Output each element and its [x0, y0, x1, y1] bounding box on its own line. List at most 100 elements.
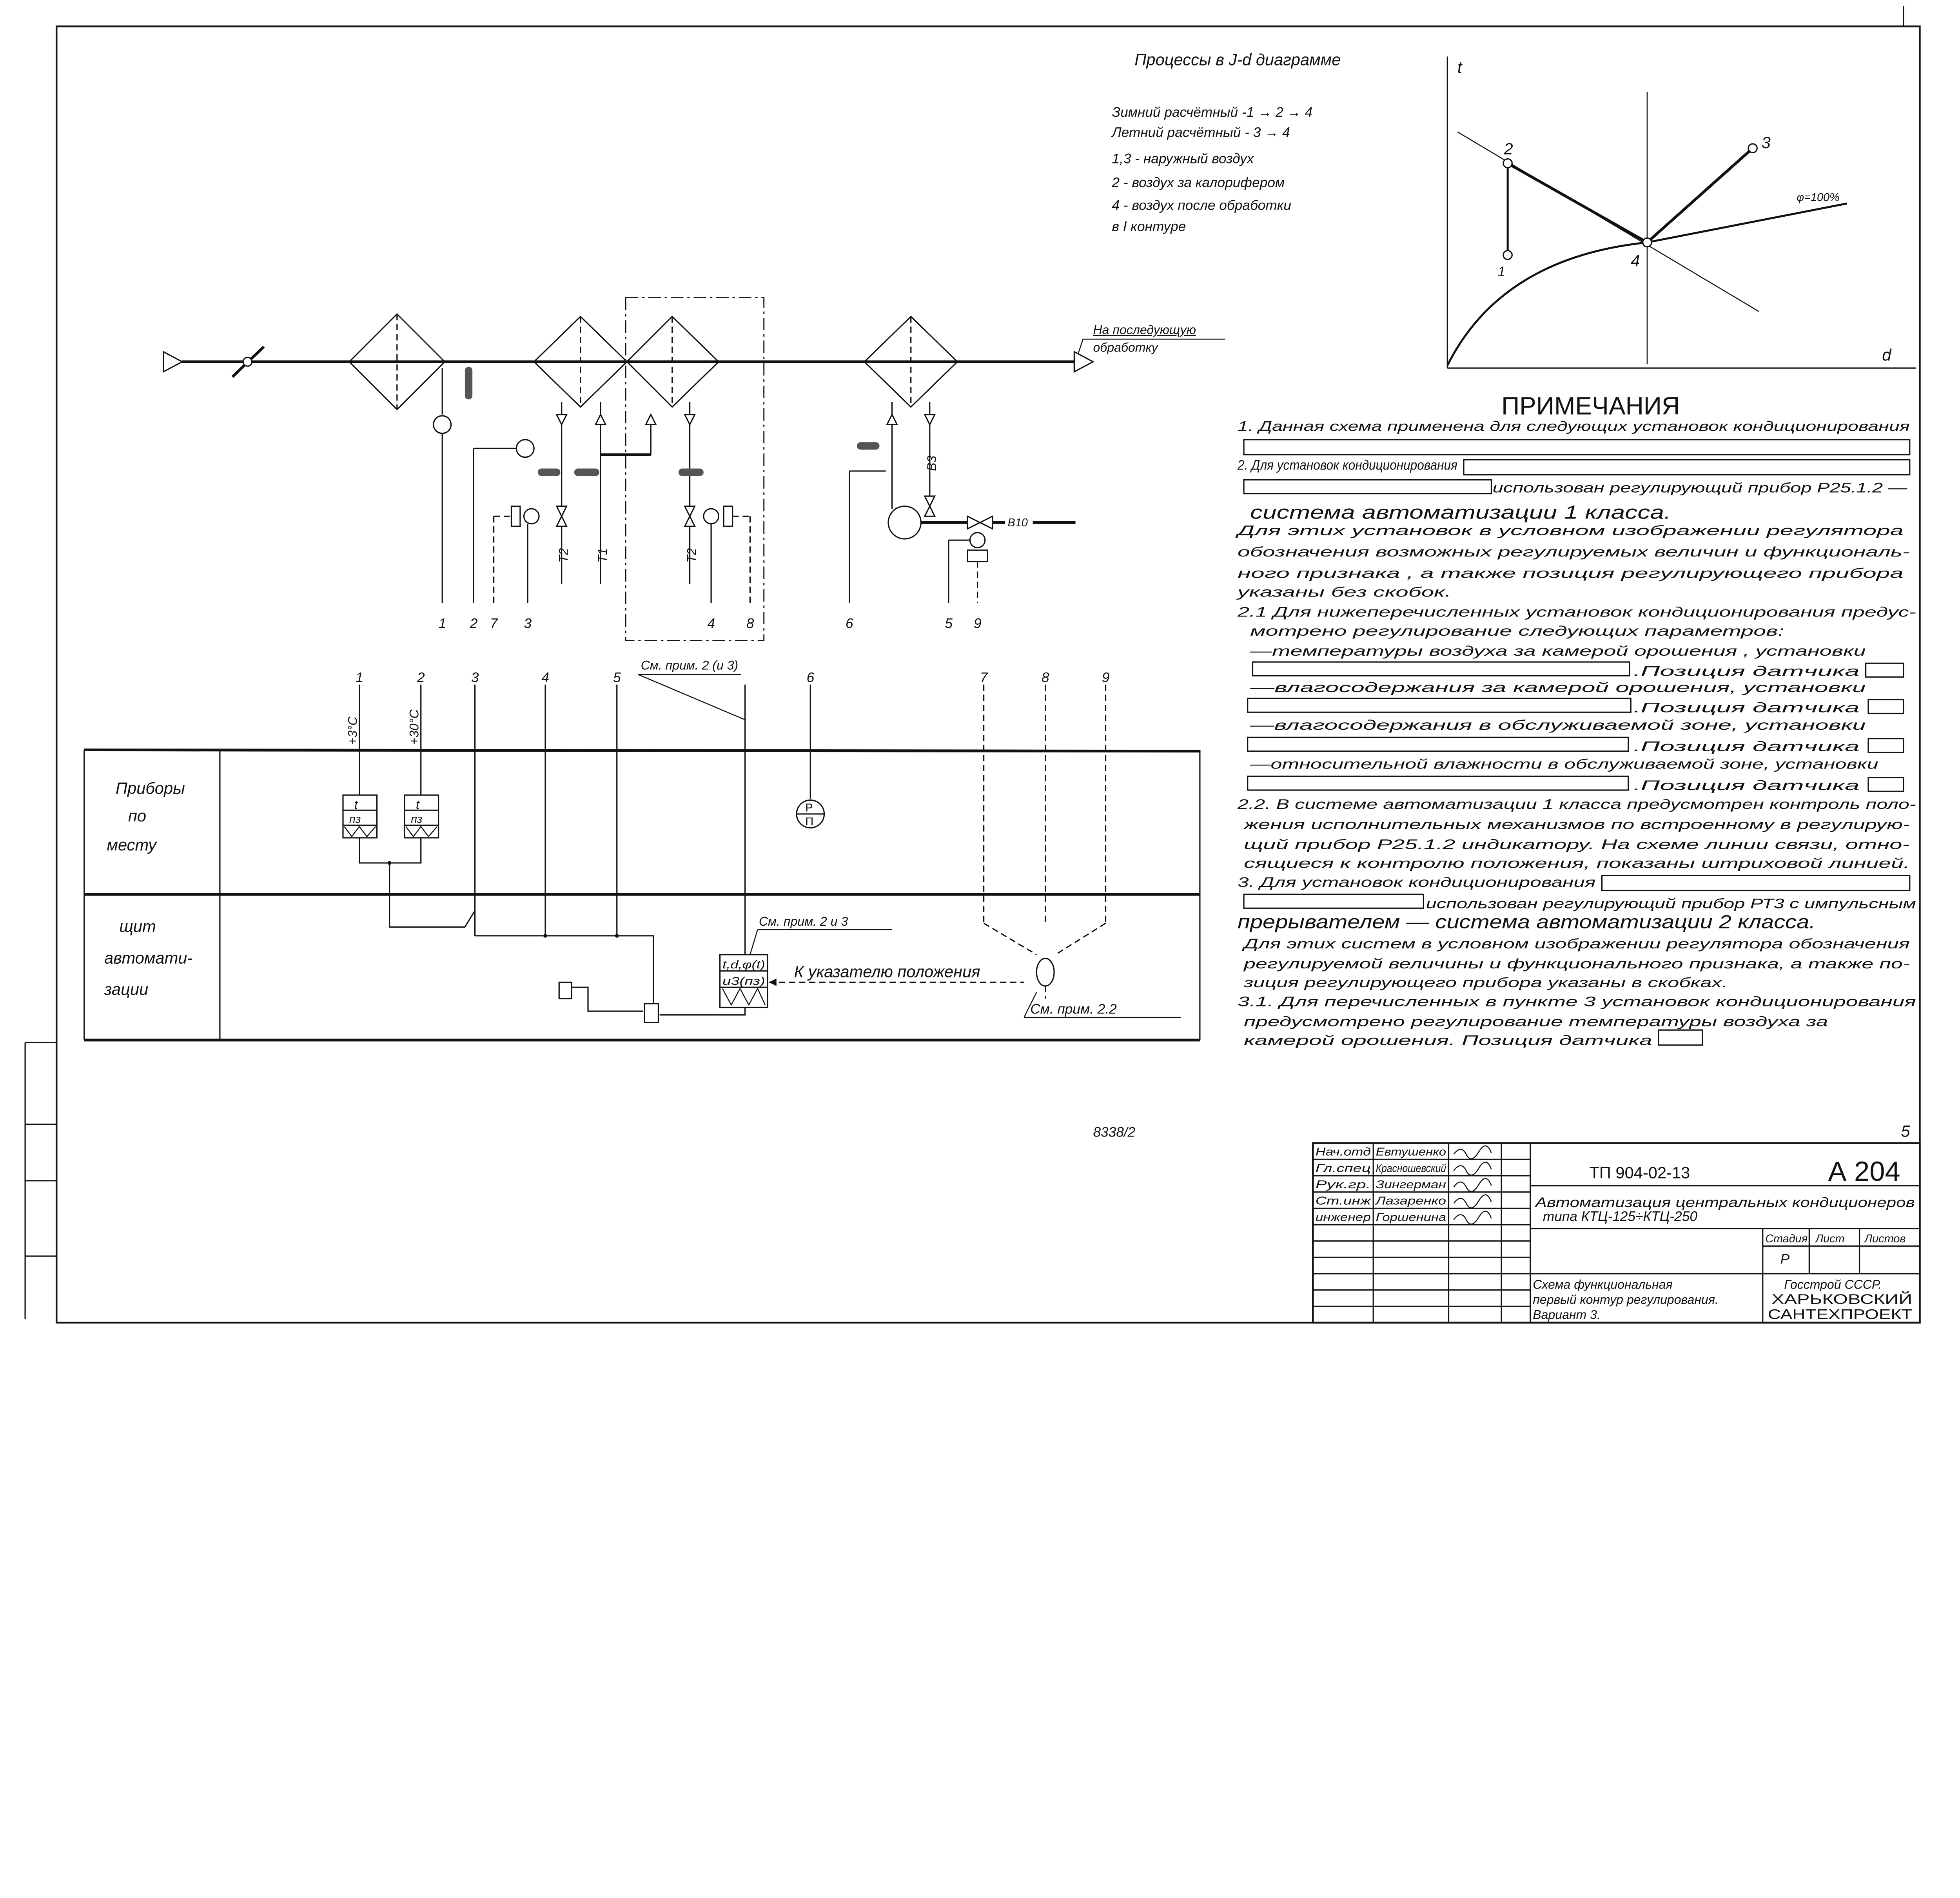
temp-setpoint-2: +30°С — [407, 709, 421, 745]
organization: Госстрой СССР. — [1784, 1277, 1882, 1291]
inlet-arrow-icon — [163, 350, 184, 373]
row-label-local: по — [128, 807, 146, 825]
pipe-label: В10 — [1008, 517, 1028, 529]
page-number: 5 — [1901, 1122, 1910, 1140]
note-line: обозначения возможных регулируемых велич… — [1238, 544, 1910, 560]
note-line: регулируемой величины и функционального … — [1243, 956, 1910, 972]
signatory-role: Рук.гр. — [1316, 1178, 1371, 1191]
process-3-4 — [1646, 147, 1754, 244]
pressure-gauge-icon — [796, 799, 825, 828]
line-number: 5 — [613, 670, 621, 685]
organization: САНТЕХПРОЕКТ — [1768, 1307, 1913, 1322]
heater-1-icon — [533, 315, 628, 408]
line-number: 6 — [807, 670, 815, 685]
sheet-frame — [24, 6, 1921, 1324]
jd-legend-item: Зимний расчётный -1 → 2 → 4 — [1112, 105, 1313, 120]
point-1-label: 1 — [1498, 264, 1506, 279]
relay-icon — [644, 1003, 659, 1023]
note-line: 2.1 Для нижеперечисленных установок конд… — [1237, 605, 1916, 620]
line-number: 4 — [707, 616, 715, 631]
drawing-sheet: 8338/2 5 Процессы в J-d диаграмме Зимний… — [24, 6, 1921, 1324]
note-line: —влагосодержания в обслуживаемой зоне, у… — [1249, 718, 1866, 733]
organization: ХАРЬКОВСКИЙ — [1771, 1291, 1912, 1307]
temperature-sensor-icon — [433, 415, 452, 434]
sheets-header: Листов — [1864, 1233, 1906, 1245]
pipe-label: Т2 — [557, 548, 571, 563]
line-number: 3 — [524, 616, 532, 631]
note-line: 2. Для установок кондиционирования — [1237, 458, 1457, 473]
pump-icon — [887, 506, 922, 540]
air-damper-icon — [231, 346, 265, 378]
line-number: 9 — [974, 616, 982, 631]
line-number: 1 — [356, 670, 363, 685]
process-2-4 — [1507, 162, 1648, 244]
line-number: 4 — [541, 670, 549, 685]
note-line: предусмотрено регулирование температуры … — [1244, 1014, 1828, 1030]
note-line: 3. Для установок кондиционирования — [1238, 875, 1596, 890]
valve-icon — [924, 414, 936, 426]
drawing-title: типа КТЦ-125÷КТЦ-250 — [1543, 1209, 1697, 1224]
stage-value: Р — [1780, 1251, 1790, 1267]
control-valve-4-icon — [684, 506, 751, 603]
control-valve-3-icon — [493, 506, 568, 603]
outlet-arrow-icon — [1073, 350, 1094, 373]
note-line: зиция регулирующего прибора указаны в ск… — [1243, 975, 1728, 990]
thermostat-2-pz: пз — [411, 813, 422, 825]
line-number: 2 — [470, 616, 478, 631]
point-4-label: 4 — [1631, 251, 1640, 270]
sheet-code: А 204 — [1828, 1156, 1900, 1187]
note-line: жения исполнительных механизмов по встро… — [1243, 817, 1910, 832]
notes-title: ПРИМЕЧАНИЯ — [1501, 392, 1680, 420]
note-line: —относительной влажности в обслуживаемой… — [1250, 757, 1878, 772]
sheet-header: Лист — [1815, 1233, 1844, 1245]
thermostat-2-icon — [404, 794, 439, 839]
line-number: 6 — [846, 616, 853, 631]
valve-icon — [924, 495, 936, 517]
signatory-name: Горшенина — [1376, 1211, 1446, 1224]
sensor-tag — [465, 366, 473, 400]
point-1 — [1503, 250, 1513, 260]
description: Вариант 3. — [1533, 1307, 1601, 1322]
note-line: ного признака , а также позиция регулиру… — [1238, 566, 1904, 581]
position-indicator-icon — [1036, 957, 1055, 987]
point-4 — [1642, 237, 1652, 248]
valve-icon — [684, 414, 696, 426]
thermostat-1-pz: пз — [349, 813, 361, 825]
valve-icon — [594, 413, 607, 425]
line-number: 3 — [471, 670, 479, 685]
thermostat-2-t: t — [416, 798, 420, 812]
signature — [1453, 1145, 1492, 1160]
drawing-title: Автоматизация центральных кондиционеров — [1534, 1195, 1915, 1210]
line-number: 7 — [490, 616, 498, 631]
point-2-label: 2 — [1504, 140, 1513, 158]
position-indicator-label: К указателю положения — [794, 963, 980, 981]
blank-fields — [1243, 439, 1911, 1046]
note-line: система автоматизации 1 класса. — [1250, 502, 1671, 523]
point-3 — [1748, 143, 1758, 154]
spray-chamber-icon — [863, 315, 958, 408]
gauge-p: Р — [805, 802, 813, 814]
jd-legend-item: 4 - воздух после обработки — [1112, 198, 1291, 213]
line-number: 1 — [439, 616, 446, 631]
ref-note-21-3: См. прим. 2 (и 3) — [641, 658, 739, 672]
sensor-tag — [574, 468, 599, 476]
t-axis-label: t — [1457, 58, 1463, 76]
note-line: —влагосодержания за камерой орошения, ус… — [1249, 680, 1866, 695]
jd-title: Процессы в J-d диаграмме — [1134, 51, 1341, 69]
row-label-local: месту — [107, 836, 157, 854]
note-line: 1. Данная схема применена для следующих … — [1238, 419, 1910, 434]
signatory-role: Гл.спец — [1316, 1162, 1371, 1175]
sensor-tag — [678, 468, 704, 476]
note-line: 2.2. В системе автоматизации 1 класса пр… — [1237, 797, 1916, 812]
stage-header: Стадия — [1765, 1233, 1808, 1245]
note-line: Для этих установок в условном изображени… — [1235, 523, 1904, 538]
jd-legend-item: 2 - воздух за калорифером — [1112, 175, 1285, 190]
signature — [1453, 1162, 1492, 1176]
phi-label: φ=100% — [1797, 191, 1839, 204]
valve-icon — [886, 413, 898, 425]
note-line: использован регулирующий прибор РТ3 с им… — [1426, 896, 1916, 911]
outlet-label: На последующую — [1093, 323, 1196, 337]
valve-icon — [644, 413, 657, 425]
